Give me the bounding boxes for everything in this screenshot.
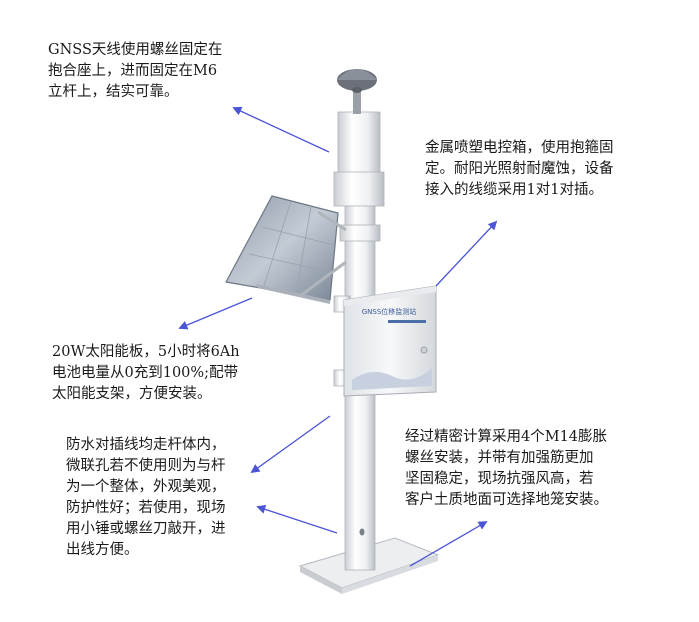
annotation-gnss-antenna: GNSS天线使用螺丝固定在 抱合座上，进而固定在M6 立杆上，结实可靠。 bbox=[48, 42, 223, 100]
mount-clamp-upper bbox=[339, 224, 381, 242]
box-label: GNSS位移监测站 bbox=[362, 307, 417, 316]
arrow-box bbox=[435, 220, 498, 287]
annotation-waterproof-wiring: 防水对插线均走杆体内， 微联孔若不使用则为与杆 为一个整体，外观美观， 防护性好… bbox=[66, 437, 226, 558]
upper-mast bbox=[337, 111, 381, 183]
control-box: GNSS位移监测站 bbox=[333, 285, 437, 397]
annotation-foundation: 经过精密计算采用4个M14膨胀 螺丝安装，并带有加强筋更加 坚固稳定，现场抗强风… bbox=[405, 429, 608, 508]
arrow-gnss bbox=[232, 106, 330, 153]
arrow-wiring-bottom bbox=[256, 504, 338, 534]
gnss-antenna bbox=[337, 69, 377, 114]
arrow-solar bbox=[178, 297, 253, 330]
annotation-control-box: 金属喷塑电控箱，使用抱箍固 定。耐阳光照射耐魔蚀，设备 接入的线缆采用1对1对插… bbox=[425, 140, 614, 198]
arrow-foundation bbox=[409, 521, 488, 567]
pointer-arrows bbox=[178, 106, 498, 567]
arrow-wiring-top bbox=[250, 415, 331, 474]
junction-sleeve bbox=[333, 171, 385, 207]
annotation-solar-panel: 20W太阳能板，5小时将6Ah 电池电量从0充到100%;配带 太阳能支架，方便… bbox=[52, 344, 240, 402]
solar-panel bbox=[225, 195, 347, 304]
pole-hole bbox=[359, 528, 365, 536]
